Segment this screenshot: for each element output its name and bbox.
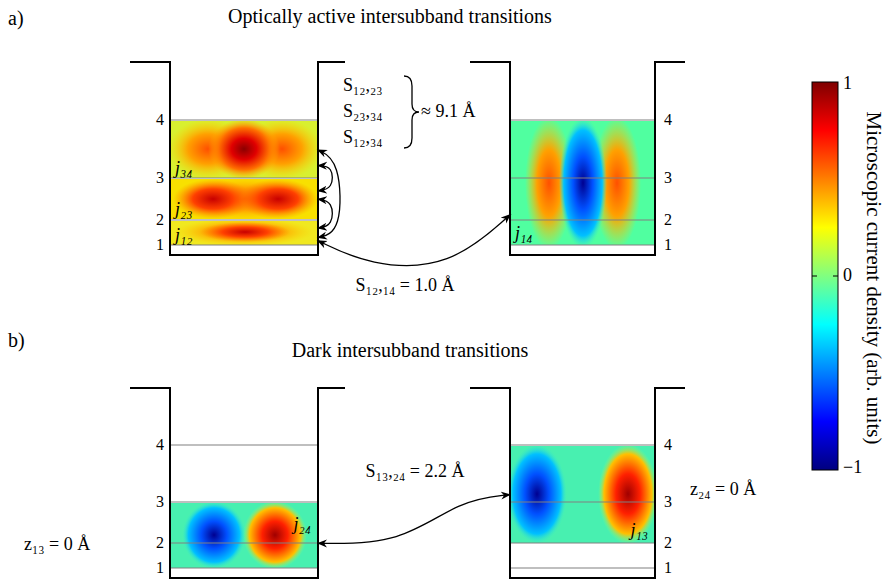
- current-density-map: j₁₃: [511, 446, 654, 543]
- energy-levels: [170, 120, 655, 568]
- panel-letter: a): [8, 7, 24, 29]
- level-number: 1: [156, 236, 164, 254]
- transition-arrow: [317, 150, 340, 238]
- level-number: 2: [156, 211, 164, 229]
- panel-letter: b): [8, 329, 25, 351]
- transition-arrow: [317, 165, 332, 191]
- level-number: 3: [664, 169, 672, 187]
- current-density-map: j₁₂: [171, 221, 317, 245]
- colorbar-tick: 1: [843, 74, 852, 94]
- level-number: 1: [156, 559, 164, 577]
- dipole-label: z₁₃ = 0 Å: [24, 535, 90, 555]
- level-number: 2: [664, 534, 672, 552]
- transition-arrow: [317, 214, 511, 265]
- overlap-value: ≈ 9.1 Å: [421, 102, 475, 122]
- level-number: 4: [664, 436, 672, 454]
- panel-title: Optically active intersubband transition…: [228, 5, 552, 27]
- colorbar-title: Microscopic current density (arb. units): [861, 112, 884, 445]
- level-number: 3: [664, 493, 672, 511]
- transition-arrow: [317, 495, 511, 544]
- current-density-map: j₂₃: [171, 179, 317, 219]
- overlap-label: S₁₃,₂₄ = 2.2 Å: [364, 462, 467, 482]
- density-map: [511, 446, 654, 543]
- level-number: 4: [156, 436, 164, 454]
- level-number: 1: [664, 236, 672, 254]
- current-label: j₁₂: [175, 226, 193, 244]
- current-density-map: j₃₄: [171, 121, 317, 178]
- current-density-map: j₂₄: [171, 503, 317, 568]
- level-number: 2: [156, 534, 164, 552]
- transition-arrow: [317, 199, 332, 228]
- level-number: 1: [664, 559, 672, 577]
- density-map: [171, 221, 317, 245]
- level-number: 4: [664, 111, 672, 129]
- current-density-map: j₁₄: [511, 121, 654, 245]
- density-map: [511, 121, 654, 245]
- level-number: 4: [156, 111, 164, 129]
- overlap-label: S₂₃,₃₄: [343, 102, 383, 122]
- colorbar-ticks: [812, 276, 838, 277]
- overlap-label: S₁₂,₁₄ = 1.0 Å: [354, 276, 457, 296]
- overlap-label: S₁₂,₂₃: [343, 76, 383, 96]
- level-number: 2: [664, 211, 672, 229]
- current-label: j₁₄: [515, 224, 533, 242]
- current-label: j₃₄: [175, 159, 193, 177]
- colorbar: [812, 82, 838, 470]
- colorbar-tick: 0: [843, 266, 852, 286]
- overlap-label: S₁₂,₃₄: [343, 128, 383, 148]
- panel-title: Dark intersubband transitions: [292, 339, 529, 361]
- quantum-well: [130, 62, 685, 578]
- level-number: 3: [156, 493, 164, 511]
- density-map: [171, 503, 317, 568]
- brace: [404, 76, 419, 148]
- dipole-label: z₂₄ = 0 Å: [690, 480, 756, 500]
- level-number: 3: [156, 169, 164, 187]
- colorbar-tick: −1: [843, 458, 862, 478]
- density-map: [171, 179, 317, 219]
- current-label: j₂₃: [175, 200, 193, 218]
- density-map: [171, 121, 317, 178]
- current-label: j₁₃: [630, 521, 648, 539]
- current-label: j₂₄: [293, 515, 311, 533]
